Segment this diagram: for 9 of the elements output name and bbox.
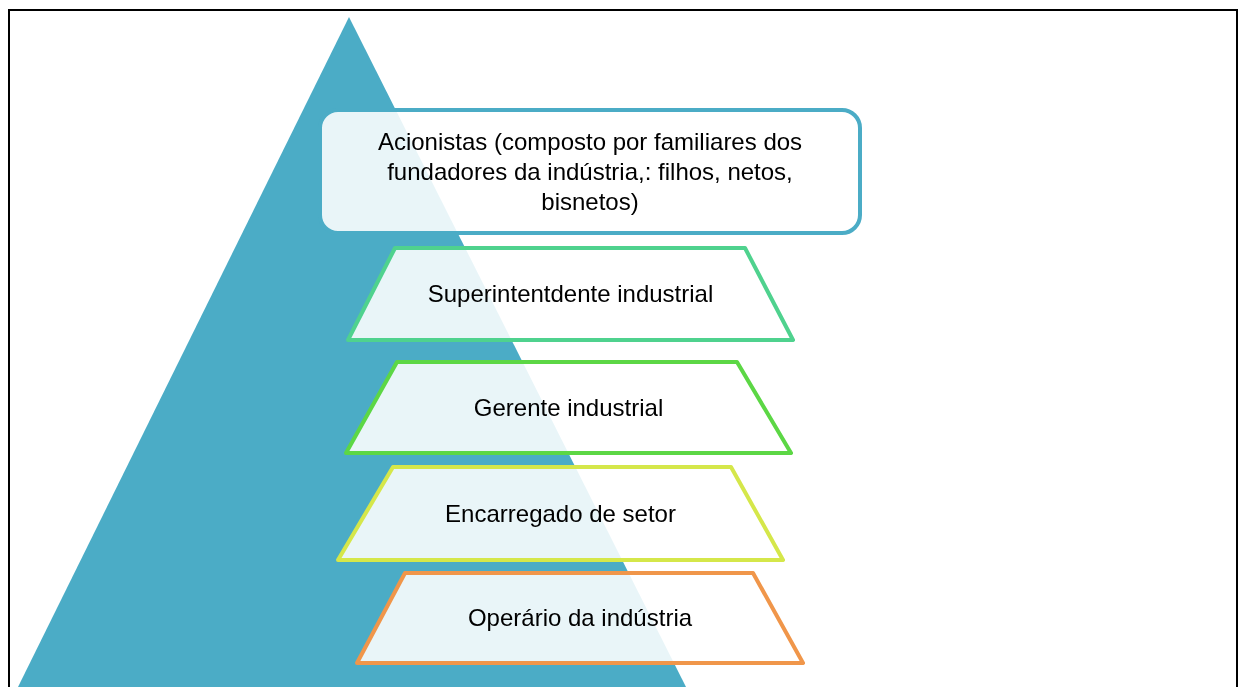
node-label: Operário da indústria [467, 603, 693, 633]
node-label: Gerente industrial [473, 392, 664, 423]
trapezoid-box [355, 571, 805, 665]
node-label: Acionistas (composto por familiares dos fundadores da indústria,: filhos, netos, bisnetos) [376, 126, 804, 217]
trapezoid-box [346, 246, 795, 342]
node-label: Encarregado de setor [445, 498, 676, 529]
trapezoid-box [336, 465, 785, 562]
trapezoid-box [344, 360, 793, 455]
node-label: Superintentdente industrial [427, 279, 714, 309]
